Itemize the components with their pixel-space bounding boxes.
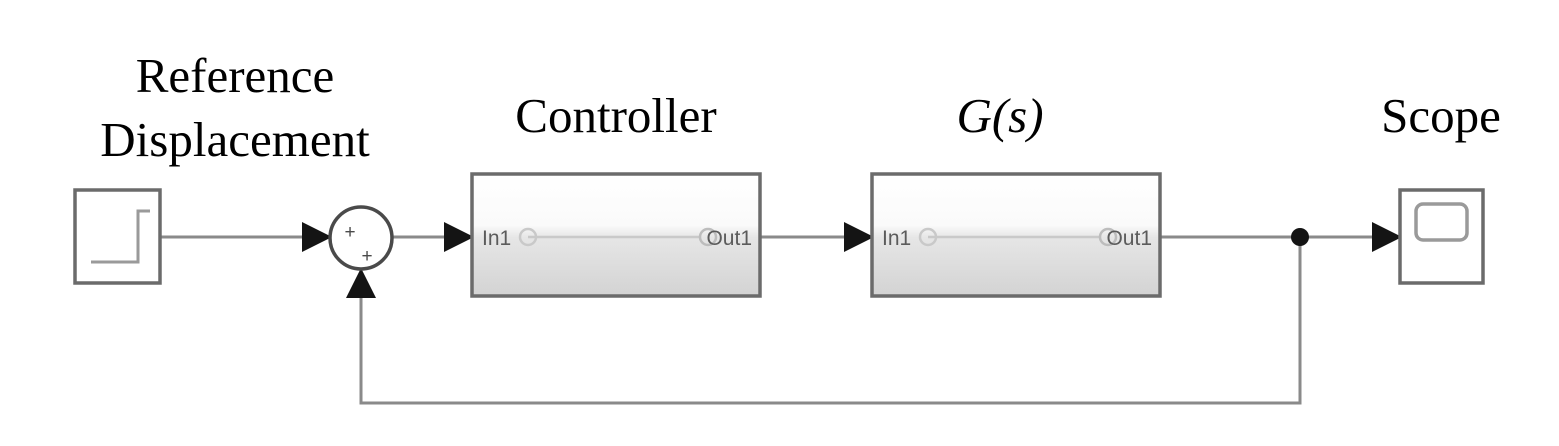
plant-out-port-label: Out1: [1106, 227, 1152, 250]
controller-out-port-circle: [698, 227, 718, 247]
label-controller: Controller: [515, 88, 716, 143]
arrowhead-sum-input: [302, 222, 332, 252]
arrowhead-plant-input: [844, 222, 874, 252]
sum-sign-top: +: [344, 222, 355, 243]
block-sum-junction[interactable]: + +: [328, 205, 394, 271]
label-reference-displacement-line1: Reference: [136, 48, 335, 103]
arrowhead-controller-input: [444, 222, 474, 252]
step-waveform-icon: [91, 209, 150, 264]
plant-in-port-circle: [918, 227, 938, 247]
arrowhead-scope-input: [1372, 222, 1402, 252]
branch-point-dot[interactable]: [1291, 228, 1309, 246]
plant-out-port-circle: [1098, 227, 1118, 247]
arrowhead-sum-feedback-input: [346, 268, 376, 298]
scope-screen-icon: [1414, 202, 1469, 242]
sum-sign-bottom: +: [361, 246, 372, 267]
block-controller[interactable]: Controller In1 Out1: [470, 88, 762, 298]
block-plant-gs[interactable]: G(s) In1 Out1: [870, 88, 1162, 298]
wire-feedback[interactable]: [359, 235, 1302, 405]
label-plant-gs: G(s): [956, 88, 1043, 143]
step-block-body[interactable]: [73, 188, 162, 285]
sum-circle-body[interactable]: [328, 205, 394, 271]
label-scope: Scope: [1381, 88, 1501, 143]
controller-in-port-circle: [518, 227, 538, 247]
label-reference-displacement-line2: Displacement: [100, 112, 370, 167]
plant-in-port-label: In1: [882, 227, 911, 250]
block-reference-displacement[interactable]: Reference Displacement: [73, 48, 370, 285]
controller-in-port-label: In1: [482, 227, 511, 250]
signal-wires: [158, 222, 1402, 405]
controller-out-port-label: Out1: [706, 227, 752, 250]
block-scope[interactable]: Scope: [1381, 88, 1501, 285]
